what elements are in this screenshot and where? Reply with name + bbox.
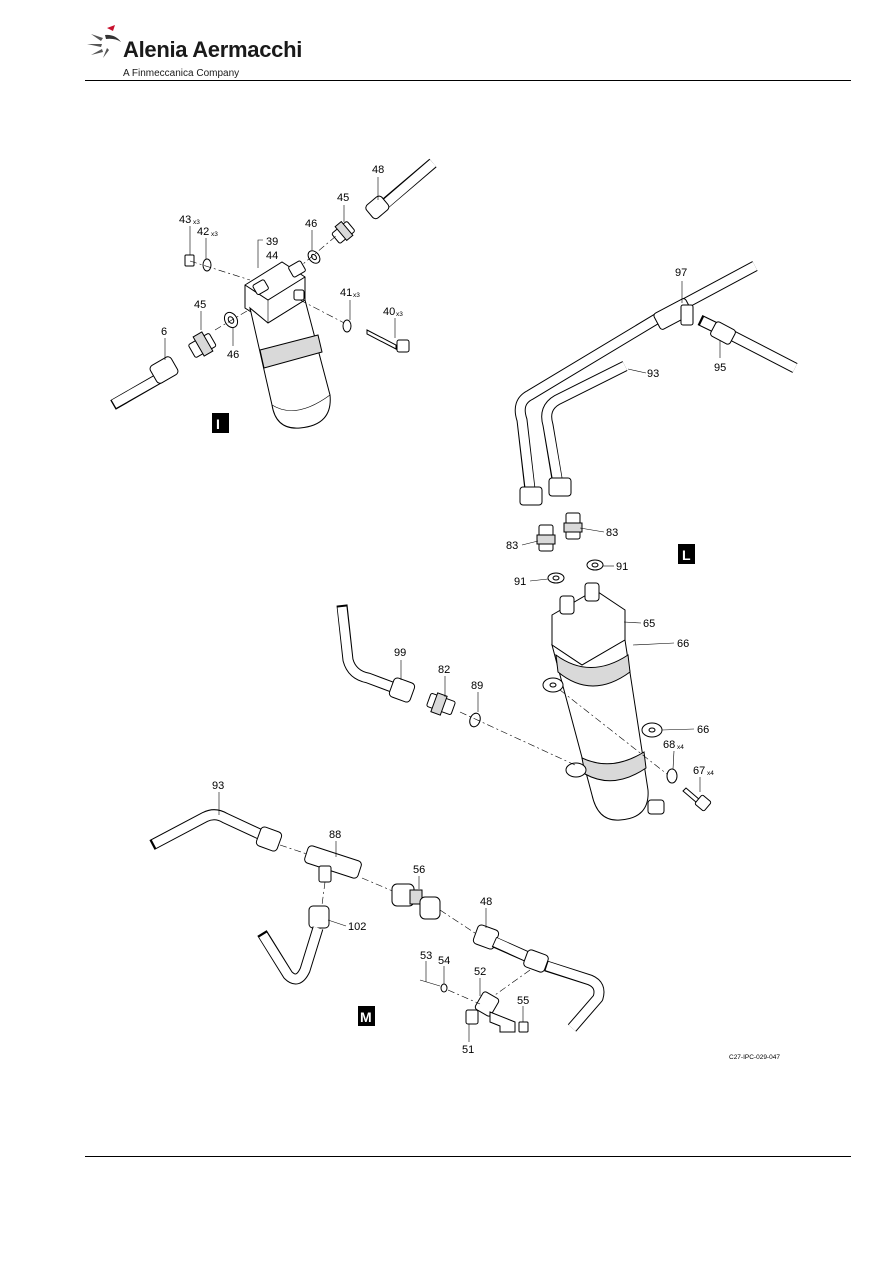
callout-88: 88 xyxy=(329,829,341,841)
company-tagline: A Finmeccanica Company xyxy=(123,68,240,79)
callout-53: 53 xyxy=(420,950,432,962)
callout-82: 82 xyxy=(438,664,450,676)
alenia-logo-icon xyxy=(87,25,121,58)
view-m-assembly: 93 88 56 48 102 53 54 52 55 51 M xyxy=(149,780,605,1056)
callout-54: 54 xyxy=(438,955,450,967)
callout-91-right: 91 xyxy=(616,561,628,573)
footer-rule xyxy=(85,1156,851,1157)
view-i-assembly: 48 45 46 43 x3 42 x3 39 44 41 x3 40 x3 4… xyxy=(110,158,437,433)
callout-6: 6 xyxy=(161,326,167,338)
callout-43: 43 xyxy=(179,214,191,226)
callout-102: 102 xyxy=(348,921,366,933)
quantity-41: x3 xyxy=(353,292,360,299)
callout-39: 39 xyxy=(266,236,278,248)
callout-56: 56 xyxy=(413,864,425,876)
quantity-67: x4 xyxy=(707,770,714,777)
callout-65: 65 xyxy=(643,618,655,630)
callout-95: 95 xyxy=(714,362,726,374)
callout-48-upper: 48 xyxy=(372,164,384,176)
callout-55: 55 xyxy=(517,995,529,1007)
callout-48-lower: 48 xyxy=(480,896,492,908)
view-marker-l xyxy=(678,544,695,564)
figure-reference: C27-IPC-029-047 xyxy=(729,1054,780,1061)
callout-83-right: 83 xyxy=(606,527,618,539)
view-marker-i xyxy=(212,413,229,433)
callout-97: 97 xyxy=(675,267,687,279)
callout-42: 42 xyxy=(197,226,209,238)
callout-68: 68 xyxy=(663,739,675,751)
callout-41: 41 xyxy=(340,287,352,299)
page-header: Alenia Aermacchi A Finmeccanica Company xyxy=(85,20,851,82)
callout-45-lower: 45 xyxy=(194,299,206,311)
callout-46-upper: 46 xyxy=(305,218,317,230)
view-l-assembly: 97 93 95 83 83 91 91 65 66 66 99 82 89 6… xyxy=(336,261,798,821)
callout-67: 67 xyxy=(693,765,705,777)
callout-51: 51 xyxy=(462,1044,474,1056)
header-rule xyxy=(85,80,851,81)
callout-44: 44 xyxy=(266,250,278,262)
quantity-40: x3 xyxy=(396,311,403,318)
callout-66-lower: 66 xyxy=(697,724,709,736)
quantity-42: x3 xyxy=(211,231,218,238)
view-marker-m xyxy=(358,1006,375,1026)
view-letter-m: M xyxy=(360,1009,372,1025)
company-name: Alenia Aermacchi xyxy=(123,37,303,62)
callout-93-upper: 93 xyxy=(647,368,659,380)
quantity-68: x4 xyxy=(677,744,684,751)
callout-89: 89 xyxy=(471,680,483,692)
callout-52: 52 xyxy=(474,966,486,978)
callout-91-left: 91 xyxy=(514,576,526,588)
callout-46-lower: 46 xyxy=(227,349,239,361)
callout-45-upper: 45 xyxy=(337,192,349,204)
callout-83-left: 83 xyxy=(506,540,518,552)
callout-66-upper: 66 xyxy=(677,638,689,650)
callout-93-lower: 93 xyxy=(212,780,224,792)
callout-40: 40 xyxy=(383,306,395,318)
view-letter-i: I xyxy=(216,416,220,432)
view-letter-l: L xyxy=(682,547,691,563)
callout-99: 99 xyxy=(394,647,406,659)
quantity-43: x3 xyxy=(193,219,200,226)
